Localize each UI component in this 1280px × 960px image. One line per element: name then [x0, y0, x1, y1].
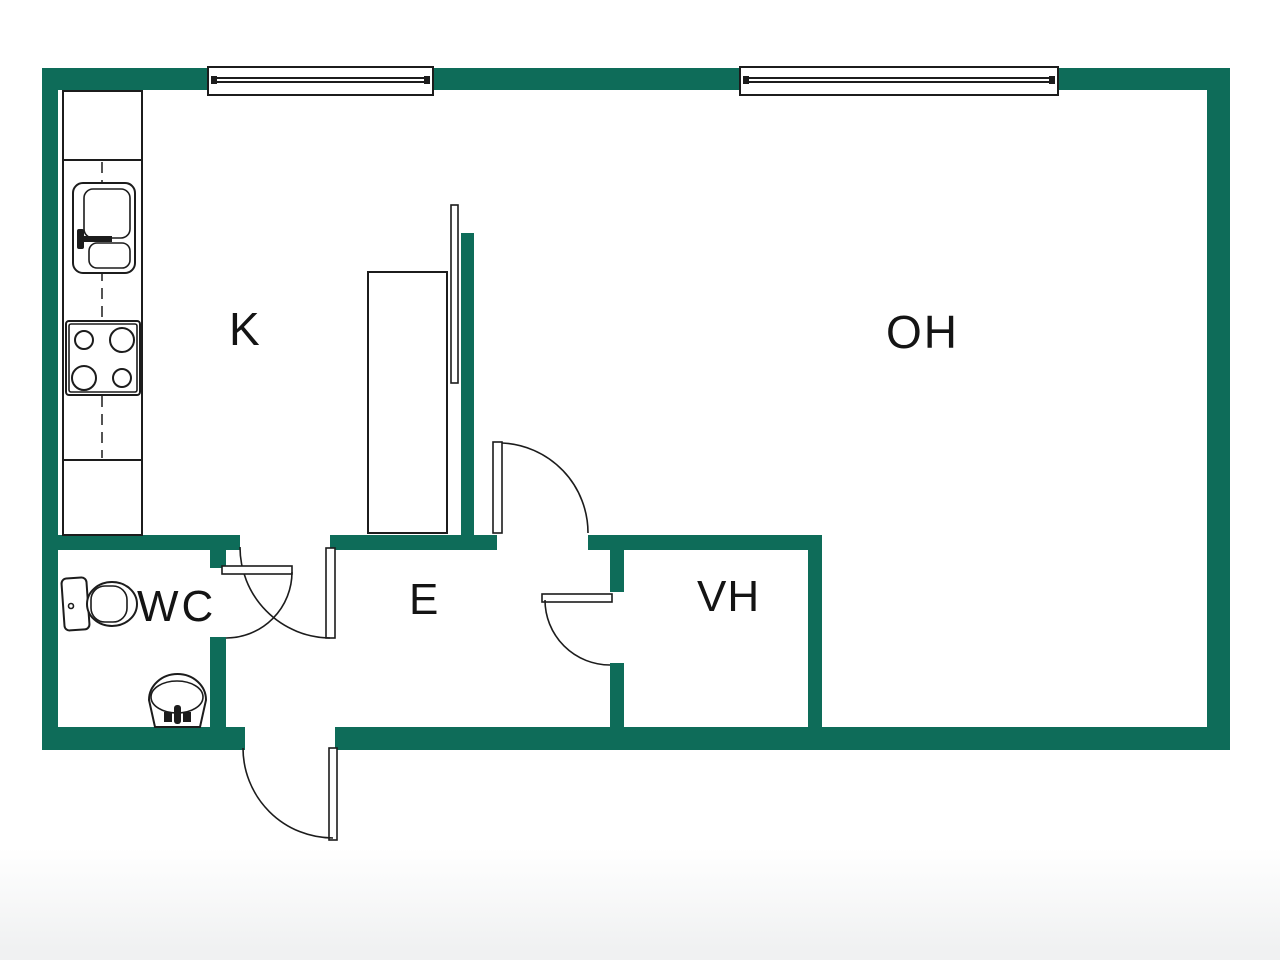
door-entrance: [242, 747, 338, 841]
wall-closet-left-upper: [610, 550, 624, 592]
stove: [65, 320, 141, 396]
door-swing-arc: [225, 571, 293, 639]
wall-closet-right: [808, 535, 822, 750]
washbasin-body: [147, 673, 208, 728]
window-2: [739, 66, 1059, 96]
door-wc: [221, 565, 293, 639]
door-leaf: [221, 565, 293, 575]
stove-burner: [74, 330, 94, 350]
wall-closet-left-lower: [610, 663, 624, 750]
door-swing-arc: [501, 442, 589, 534]
room-label-wc: WC: [137, 582, 217, 631]
tall-cabinet: [367, 271, 448, 534]
sink-basin-bottom: [88, 242, 131, 269]
toilet-bowl: [86, 581, 138, 627]
door-swing-arc: [242, 747, 334, 839]
door-leaf: [328, 747, 338, 841]
door-kitchen-hall: [492, 441, 589, 534]
wall-wc-top: [58, 535, 240, 550]
washbasin: [147, 673, 208, 728]
wall-hall-top-mid: [330, 535, 497, 550]
wall-wc-door-jamb: [210, 550, 226, 568]
wall-hall-top-right: [588, 535, 822, 550]
window-1: [207, 66, 434, 96]
wall-bottom-right: [335, 727, 1230, 750]
sink-basin-top: [83, 188, 131, 239]
sink-faucet-spout: [80, 236, 112, 242]
toilet: [60, 576, 138, 632]
stove-burner: [112, 368, 132, 388]
stove-burner: [71, 365, 97, 391]
door-closet: [541, 593, 613, 666]
stove-burner: [109, 327, 135, 353]
glass-partition: [450, 204, 459, 384]
room-label-closet: VH: [697, 572, 761, 621]
room-label-hall: E: [409, 575, 439, 624]
door-corridor: [239, 546, 336, 639]
wall-left: [42, 68, 58, 750]
wall-bottom-left: [42, 727, 245, 750]
room-label-living-room: OH: [886, 306, 959, 358]
wall-right: [1207, 68, 1230, 750]
window-2-end-left: [743, 76, 749, 84]
toilet-button: [67, 602, 75, 610]
kitchen-sink: [72, 182, 136, 274]
window-1-end-left: [211, 76, 217, 84]
door-leaf: [325, 547, 336, 639]
toilet-cistern: [60, 576, 91, 632]
window-2-end-right: [1049, 76, 1055, 84]
door-swing-arc: [239, 546, 331, 639]
wall-kitchen-stub: [461, 233, 474, 548]
door-leaf: [492, 441, 503, 534]
toilet-seat: [90, 585, 128, 623]
window-1-end-right: [424, 76, 430, 84]
room-label-kitchen: K: [229, 303, 260, 355]
wall-wc-right: [210, 637, 226, 750]
kitchen-counter: [62, 90, 143, 536]
washbasin-knob-right: [183, 712, 191, 722]
door-leaf: [541, 593, 613, 603]
door-swing-arc: [544, 599, 611, 666]
washbasin-faucet: [174, 705, 181, 724]
washbasin-knob-left: [164, 712, 172, 722]
